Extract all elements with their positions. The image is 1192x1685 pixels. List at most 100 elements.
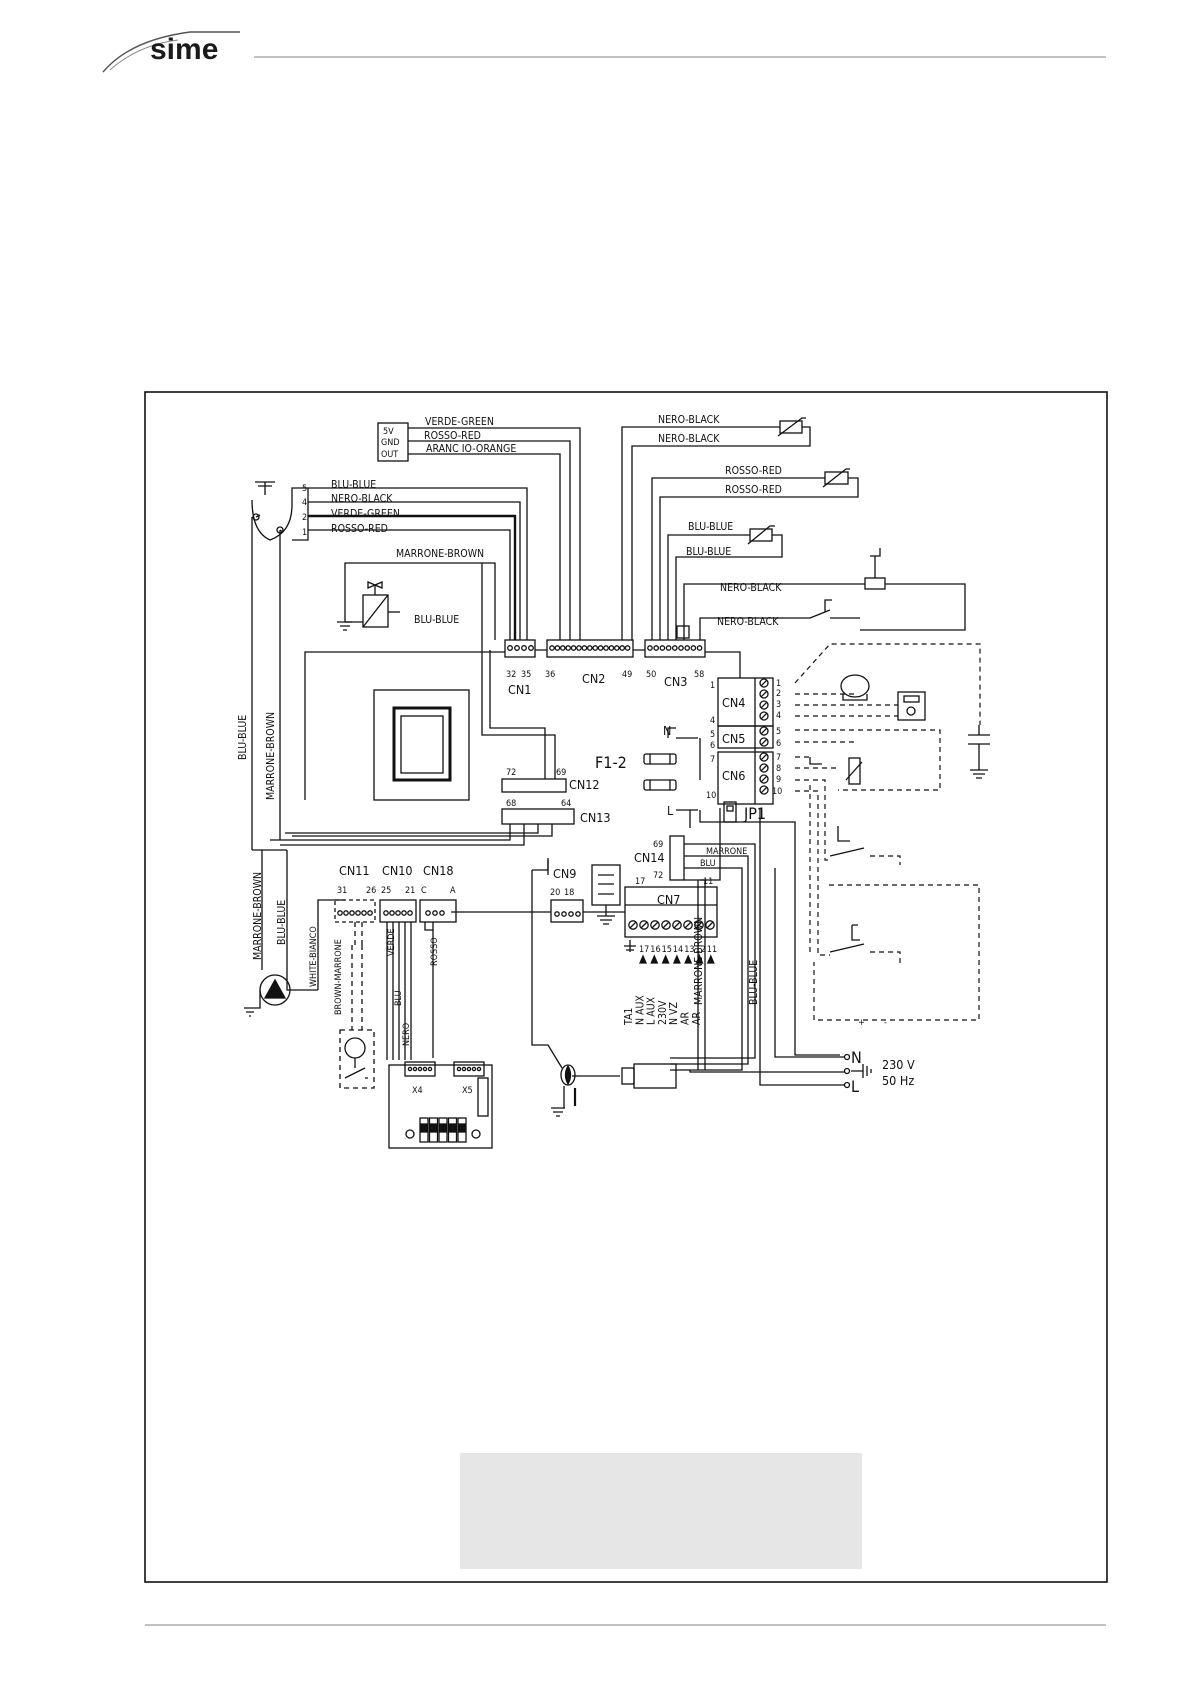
cn7-terminal-number: 13 — [684, 945, 694, 955]
board-outline-wire — [304, 651, 505, 800]
svg-text:NERO-BLACK: NERO-BLACK — [331, 493, 393, 505]
cn7-terminal-number: 17 — [639, 945, 649, 955]
terminal-screw-slot — [760, 764, 768, 772]
cn7-terminal-number: 14 — [673, 945, 683, 955]
terminal-screw — [759, 689, 769, 699]
svg-text:NERO: NERO — [402, 1023, 412, 1046]
pin — [337, 910, 343, 916]
terminal-screw — [759, 737, 769, 747]
svg-text:7: 7 — [710, 755, 715, 765]
svg-text:NERO-BLACK: NERO-BLACK — [720, 582, 782, 594]
svg-text:JP1: JP1 — [743, 804, 766, 823]
relay-contact — [448, 1123, 457, 1133]
pin — [592, 645, 599, 651]
terminal-screw — [661, 920, 671, 930]
pin — [425, 910, 431, 916]
pin — [456, 1066, 462, 1072]
terminal-screw-slot — [684, 921, 692, 929]
pin — [361, 910, 367, 916]
svg-text:230 V: 230 V — [882, 1057, 915, 1072]
cn7-terminal-number: 12 — [696, 945, 706, 955]
svg-text:VERDE: VERDE — [387, 928, 397, 956]
pin — [412, 1066, 418, 1072]
pin — [597, 645, 604, 651]
pin — [653, 645, 660, 651]
cn7-terminal-number: 16 — [650, 945, 660, 955]
svg-text:OUT: OUT — [381, 450, 398, 460]
terminal-screw-slot — [760, 775, 768, 783]
terminal-screw-slot — [760, 690, 768, 698]
svg-text:4: 4 — [776, 711, 781, 721]
svg-text:GND: GND — [381, 438, 400, 448]
svg-text:2: 2 — [302, 513, 307, 523]
cn7-terminal-label: 230V — [657, 1000, 669, 1025]
pin — [417, 1066, 423, 1072]
pin — [568, 911, 574, 917]
pin — [570, 645, 577, 651]
pin — [471, 1066, 477, 1072]
terminal-screw-slot — [629, 921, 637, 929]
diagram-frame — [144, 391, 1108, 1583]
terminal-screw-slot — [760, 738, 768, 746]
svg-text:ARANC IO-ORANGE: ARANC IO-ORANGE — [426, 443, 516, 455]
pin — [367, 910, 373, 916]
svg-text:BLU-BLUE: BLU-BLUE — [748, 960, 760, 1005]
terminal-screw — [759, 726, 769, 736]
svg-text:VERDE-GREEN: VERDE-GREEN — [331, 508, 400, 520]
svg-text:64: 64 — [561, 799, 571, 809]
cn7-terminal-arrow — [684, 954, 693, 964]
terminal-screw-slot — [760, 679, 768, 687]
pin — [439, 910, 445, 916]
terminal-block-right: CN4 CN5 CN6 1 4 5 6 7 10 1 2 3 4 5 6 7 8… — [706, 677, 782, 805]
pin — [586, 645, 593, 651]
svg-text:6: 6 — [776, 739, 781, 749]
mains-supply: MARRONE-BROWN BLU-BLUE N L 230 V 50 Hz — [689, 808, 915, 1096]
pin — [395, 910, 401, 916]
svg-text:8: 8 — [776, 764, 781, 774]
svg-text:69: 69 — [653, 840, 663, 850]
svg-text:N: N — [851, 1048, 862, 1067]
caption-box — [460, 1453, 862, 1569]
svg-text:L: L — [667, 803, 674, 818]
terminal-screw — [759, 763, 769, 773]
svg-text:CN6: CN6 — [722, 768, 745, 783]
svg-text:MARRONE-BROWN: MARRONE-BROWN — [693, 917, 705, 1005]
svg-text:CN4: CN4 — [722, 695, 745, 710]
terminal-screw — [759, 678, 769, 688]
cn7-terminal-label: N AUX — [634, 995, 646, 1025]
svg-text:A: A — [450, 886, 456, 896]
svg-text:X5: X5 — [462, 1086, 473, 1096]
terminal-screw-slot — [640, 921, 648, 929]
svg-text:CN2: CN2 — [582, 671, 605, 686]
svg-text:3: 3 — [776, 700, 781, 710]
terminal-screw — [759, 774, 769, 784]
cn7-terminal-label: AR — [691, 1012, 703, 1025]
svg-text:72: 72 — [653, 871, 663, 881]
pin — [671, 645, 678, 651]
display-module — [373, 689, 470, 801]
pin — [355, 910, 361, 916]
terminal-screw-slot — [662, 921, 670, 929]
terminal-screw-slot — [651, 921, 659, 929]
svg-text:5: 5 — [776, 727, 781, 737]
pin — [521, 645, 527, 651]
cn7-terminal-number: 11 — [707, 945, 717, 955]
svg-text:C: C — [421, 886, 427, 896]
svg-text:20: 20 — [550, 888, 560, 898]
svg-text:MARRONE: MARRONE — [706, 847, 747, 857]
svg-text:1: 1 — [776, 679, 781, 689]
pin — [624, 645, 631, 651]
terminal-screw — [759, 711, 769, 721]
pin — [613, 645, 620, 651]
cn7-terminal-label: TA1 — [623, 1008, 635, 1026]
svg-text:F1-2: F1-2 — [595, 753, 627, 772]
terminal-screw-slot — [760, 712, 768, 720]
terminal-screw — [694, 920, 704, 930]
terminal-screw — [759, 700, 769, 710]
terminal-screw — [650, 920, 660, 930]
pin — [476, 1066, 482, 1072]
svg-text:BLU: BLU — [700, 859, 716, 869]
terminal-screw — [759, 752, 769, 762]
pin — [665, 645, 672, 651]
